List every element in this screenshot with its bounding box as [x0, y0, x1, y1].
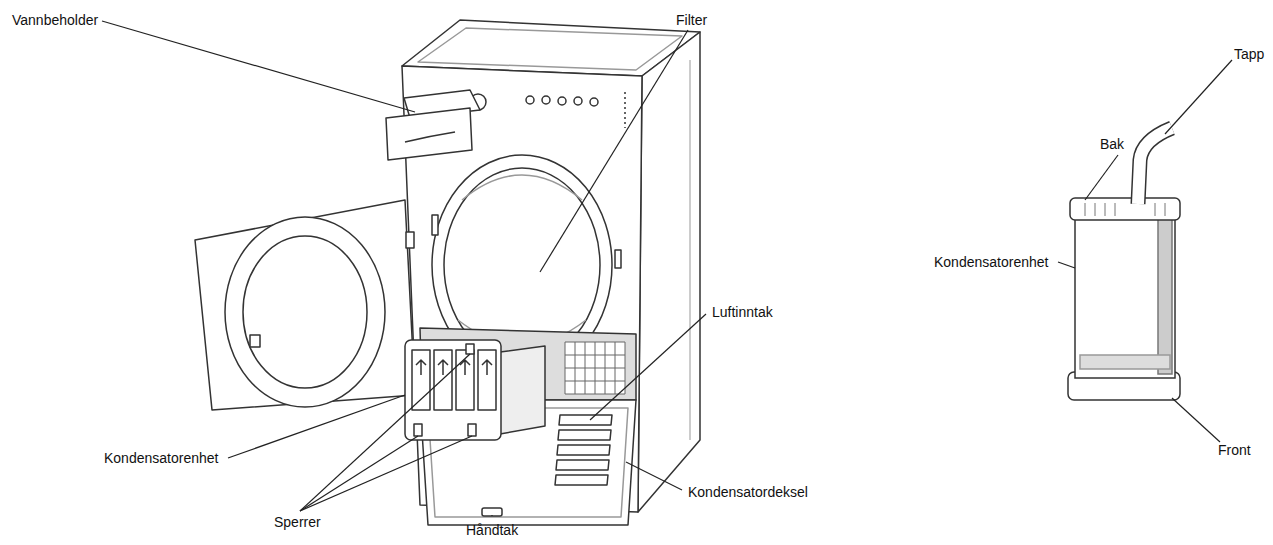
button	[526, 96, 534, 104]
part-label: Filter	[676, 12, 707, 28]
leader-line	[300, 354, 470, 511]
part-label: Håndtak	[466, 522, 518, 538]
leader-line	[590, 314, 706, 420]
water-container-front	[386, 108, 472, 160]
button	[574, 97, 582, 105]
condenser-fins	[1158, 216, 1172, 374]
button	[542, 96, 550, 104]
leader-line	[300, 436, 472, 511]
condenser-slot	[412, 350, 430, 410]
water-container-grip	[405, 132, 455, 142]
recess-grid	[565, 342, 625, 394]
arrows	[416, 360, 492, 375]
part-label: Kondensatorenhet	[104, 450, 218, 466]
condenser-depth	[500, 346, 545, 434]
lock	[468, 424, 476, 436]
door-window	[225, 217, 385, 407]
spout	[1138, 128, 1172, 204]
condenser-unit	[405, 340, 501, 440]
dryer-body	[195, 20, 700, 525]
part-label: Bak	[1100, 136, 1124, 152]
part-label: Vannbeholder	[12, 12, 98, 28]
condenser-top	[1070, 198, 1180, 220]
part-label: Front	[1218, 442, 1251, 458]
condenser-slot	[478, 350, 496, 410]
leader-line	[1165, 60, 1232, 134]
button	[558, 97, 566, 105]
spout-outline	[1138, 128, 1172, 204]
part-label: Sperrer	[274, 514, 321, 530]
door	[195, 200, 415, 410]
leader-line	[540, 30, 688, 272]
leader-line	[491, 515, 492, 516]
leader-line	[300, 436, 418, 511]
lock	[414, 424, 422, 436]
lock	[466, 344, 474, 354]
door-latch	[250, 335, 260, 347]
dryer-top-inset	[418, 28, 682, 70]
leader-line	[228, 395, 405, 458]
part-label: Luftinntak	[712, 304, 773, 320]
leader-line	[1058, 262, 1075, 268]
part-label: Kondensatordeksel	[688, 484, 808, 500]
handle	[482, 508, 502, 516]
door-glass	[243, 236, 367, 388]
part-label: Tapp	[1234, 46, 1264, 62]
condenser-body	[1075, 212, 1175, 378]
dryer-side	[638, 32, 700, 512]
leader-line	[1085, 155, 1118, 200]
door-catch	[615, 250, 621, 268]
leader-lines	[102, 21, 1232, 516]
drum-detail	[462, 175, 582, 200]
side-line	[689, 60, 691, 440]
condenser-slot	[434, 350, 452, 410]
hinge	[406, 232, 414, 248]
part-label: Kondensatorenhet	[934, 254, 1048, 270]
leader-line	[1172, 398, 1220, 442]
leader-line	[102, 21, 415, 112]
condenser-unit-detail	[1068, 128, 1180, 400]
air-intake	[555, 415, 612, 485]
condenser-band	[1080, 355, 1170, 369]
button	[590, 98, 598, 106]
leader-line	[626, 462, 682, 490]
indicator-lights	[624, 92, 626, 128]
door-catch	[432, 215, 438, 235]
condenser-grille	[1085, 203, 1165, 216]
